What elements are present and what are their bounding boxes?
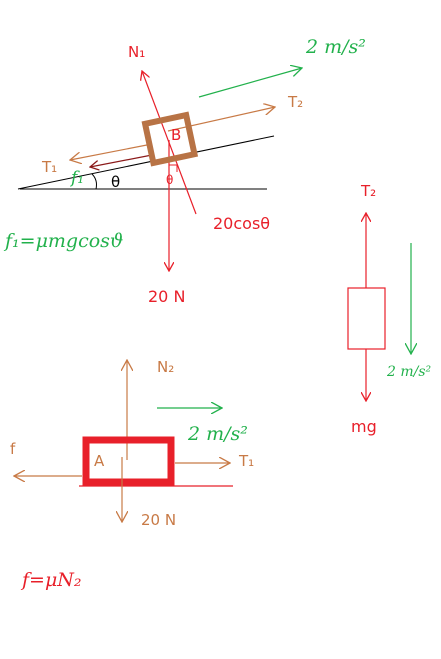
- friction-label-a: f: [10, 440, 16, 458]
- friction-formula-a: f=μN₂: [20, 569, 82, 591]
- angle-marker-b: [169, 164, 178, 172]
- incline-line: [17, 135, 275, 190]
- tension-label-hanging: T₂: [360, 182, 376, 200]
- weight-label-hanging: mg: [351, 417, 377, 436]
- tension-t1-arrow-b: [70, 143, 153, 160]
- block-a: [82, 436, 175, 486]
- hanging-mass-group: T₂ mg 2 m/s²: [347, 182, 432, 436]
- accel-label-b: 2 m/s²: [305, 36, 366, 58]
- block-a-label: A: [94, 452, 105, 470]
- tension-t2-label-b: T₂: [287, 93, 303, 111]
- block-b-label: B: [171, 126, 181, 144]
- friction-label-b: f₁: [69, 168, 84, 188]
- weight-label-b: 20 N: [148, 287, 185, 306]
- normal-label-b: N₁: [128, 43, 145, 61]
- weight-label-a: 20 N: [141, 511, 176, 529]
- accel-label-a: 2 m/s²: [187, 423, 248, 445]
- normal-label-a: N₂: [157, 358, 174, 376]
- friction-arrow-b: [90, 154, 153, 167]
- tension-t1-label-b: T₁: [41, 158, 57, 176]
- tension-label-a: T₁: [238, 452, 254, 470]
- angle-arc: [91, 173, 97, 190]
- block-b-group: 2 m/s² T₂ T₁ f₁ θ N₁ 20 N θ 20cosθ B: [17, 36, 366, 306]
- block-a-group: N₂ 2 m/s² A T₁ f 20 N: [10, 358, 254, 529]
- block-b: [141, 111, 199, 167]
- accel-label-hanging: 2 m/s²: [386, 364, 432, 380]
- accel-arrow-b: [198, 68, 302, 98]
- hanging-mass-box: [347, 287, 386, 350]
- friction-formula-b: f₁=μmgcosϑ: [3, 230, 124, 252]
- angle-label-incline: θ: [111, 173, 120, 191]
- angle-label-weight: θ: [166, 173, 173, 187]
- component-label-b: 20cosθ: [213, 214, 270, 233]
